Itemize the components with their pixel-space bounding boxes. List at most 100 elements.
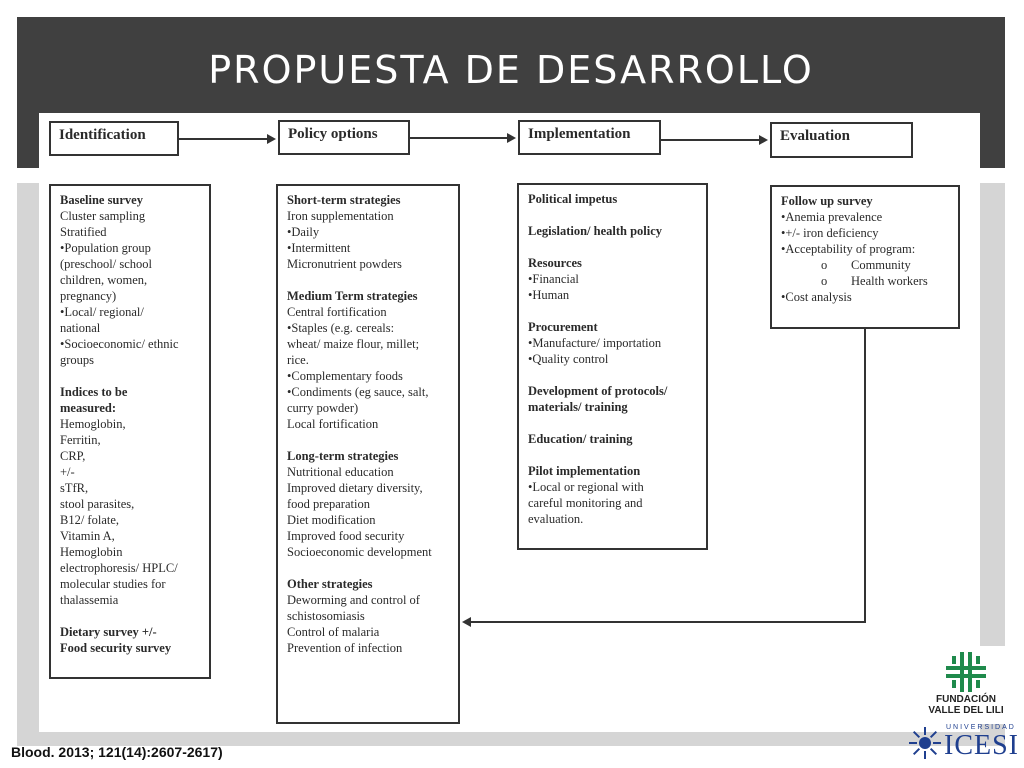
other-strategies-title: Other strategies [287,577,373,591]
evaluation-column: Follow up survey •Anemia prevalence •+/-… [770,185,960,329]
list-item: Improved dietary diversity, [287,481,423,495]
list-item: careful monitoring and [528,496,643,510]
flow-arrows [179,133,866,627]
policy-options-column: Short-term strategies Iron supplementati… [276,184,460,724]
list-item: (preschool/ school [60,257,152,271]
list-item: CRP, [60,449,86,463]
list-item: •Acceptability of program: [781,242,916,256]
short-term-title: Short-term strategies [287,193,401,207]
list-item: food preparation [287,497,370,511]
list-item: +/- [60,465,75,479]
list-item: schistosomiasis [287,609,365,623]
list-item: Local fortification [287,417,379,431]
list-item: •Local/ regional/ [60,305,144,319]
list-item: national [60,321,101,335]
list-item: thalassemia [60,593,119,607]
indices-title: measured: [60,401,117,415]
icesi-sun-icon [909,727,941,759]
medium-term-title: Medium Term strategies [287,289,418,303]
list-item: rice. [287,353,309,367]
header-label: Evaluation [780,128,851,144]
list-item: evaluation. [528,512,584,526]
header-box-evaluation: Evaluation [770,122,913,158]
slide-title: PROPUESTA DE DESARROLLO [208,48,814,92]
list-item: •Complementary foods [287,369,403,383]
arrowhead [462,617,471,627]
dietary-survey-title: Dietary survey +/- [60,625,157,639]
list-item: •Staples (e.g. cereals: [287,321,395,335]
list-item: Stratified [60,225,107,239]
list-item: Nutritional education [287,465,394,479]
resources-title: Resources [528,256,582,270]
list-item: Ferritin, [60,433,101,447]
list-item: •+/- iron deficiency [781,226,879,240]
list-item: curry powder) [287,401,359,415]
list-item: Improved food security [287,529,405,543]
list-item: stool parasites, [60,497,135,511]
header-label: Implementation [528,126,631,142]
header-box-policy-options: Policy options [278,120,410,155]
list-item: Vitamin A, [60,529,115,543]
implementation-column: Political impetus Legislation/ health po… [517,183,708,550]
flow-diagram-figure: Identification Policy options Implementa… [39,113,980,732]
list-item: Hemoglobin [60,545,123,559]
long-term-title: Long-term strategies [287,449,399,463]
education-title: Education/ training [528,432,633,446]
list-item: Micronutrient powders [287,257,402,271]
arrow-evaluation-to-policy [467,329,866,623]
citation: Blood. 2013; 121(14):2607-2617) [11,744,223,760]
list-item: groups [60,353,95,367]
political-impetus: Political impetus [528,192,618,206]
baseline-survey-title: Baseline survey [60,193,143,207]
list-item: Deworming and control of [287,593,420,607]
list-item: •Financial [528,272,579,286]
icesi-logo: UNIVERSIDAD ICESI [908,724,1020,762]
list-item: Hemoglobin, [60,417,126,431]
header-label: Policy options [288,126,378,142]
sub-bullet: o [821,258,828,272]
follow-up-title: Follow up survey [781,194,873,208]
list-item: •Intermittent [287,241,351,255]
arrowhead [759,135,768,145]
protocols-title: materials/ training [528,400,628,414]
logo-name: ICESI [944,730,1019,761]
list-item: •Quality control [528,352,609,366]
list-item: Prevention of infection [287,641,403,655]
procurement-title: Procurement [528,320,598,334]
list-item: •Socioeconomic/ ethnic [60,337,179,351]
list-item: Iron supplementation [287,209,394,223]
list-item: •Cost analysis [781,290,852,304]
list-item: sTfR, [60,481,89,495]
legislation: Legislation/ health policy [528,224,663,238]
food-security-title: Food security survey [60,641,172,655]
list-item: electrophoresis/ HPLC/ [60,561,178,575]
list-item: •Population group [60,241,151,255]
list-item: B12/ folate, [60,513,120,527]
identification-column: Baseline survey Cluster sampling Stratif… [49,184,211,679]
list-item: •Anemia prevalence [781,210,883,224]
protocols-title: Development of protocols/ [528,384,668,398]
indices-title: Indices to be [60,385,128,399]
logo-small-text: UNIVERSIDAD [946,724,1016,731]
list-item: Socioeconomic development [287,545,432,559]
list-item: •Condiments (eg sauce, salt, [287,385,429,399]
list-item: •Daily [287,225,320,239]
list-item: molecular studies for [60,577,166,591]
list-item: children, women, [60,273,148,287]
sub-bullet: o [821,274,828,288]
header-box-identification: Identification [49,121,179,156]
list-item: •Manufacture/ importation [528,336,662,350]
list-item: •Local or regional with [528,480,644,494]
fundacion-valle-del-lili-logo: FUNDACIÓN VALLE DEL LILI [926,646,1006,724]
header-box-implementation: Implementation [518,120,661,155]
list-item: Diet modification [287,513,376,527]
list-item: pregnancy) [60,289,117,303]
logo-text: FUNDACIÓN [936,694,996,705]
list-item: Cluster sampling [60,209,146,223]
header-label: Identification [59,127,146,143]
list-item: wheat/ maize flour, millet; [287,337,420,351]
arrowhead [267,134,276,144]
logo-text: VALLE DEL LILI [928,705,1004,716]
